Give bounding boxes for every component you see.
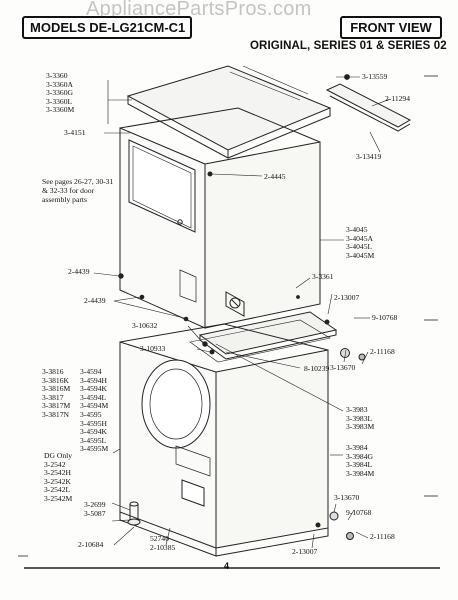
top-panel [126,65,332,159]
callout-lower-left-col2: 3-4594 3-4594H 3-4594K 3-4594L 3-4594M 3… [80,367,109,454]
part-number: 3-4594L [80,392,107,402]
callout-nut-2-11168-a: 2-11168 [370,347,395,356]
callout-spacer-3-13670-b: 3-13670 [334,493,360,502]
part-number: 3-4594K [80,384,107,394]
part-number: 3-4594H [80,375,107,385]
callout-side-panel-upper: 3-4045 3-4045A 3-4045L 3-4045M [346,225,375,260]
callout-screw-2-4439-b: 2-4439 [84,296,106,305]
part-number: 3-4045L [346,242,373,252]
callout-door: 3-4151 [64,128,86,137]
part-number: 3-3816 [42,367,64,376]
watermark: AppliancePartsPros.com [86,0,312,20]
part-number: 3-4594M [80,401,109,411]
lower-cabinet [119,323,329,557]
view-label: FRONT VIEW [340,16,442,39]
series-subtitle: ORIGINAL, SERIES 01 & SERIES 02 [250,40,447,52]
callout-rear-bracket: 3-13419 [356,152,382,161]
part-number: 3-3817M [42,401,71,411]
dg-only-label: DG Only [44,451,73,460]
part-number: 3-4595L [80,435,107,445]
stack-bracket [189,311,338,363]
callout-nut-2-11168-b: 2-11168 [370,532,395,541]
part-number: 3-3360M [46,105,75,115]
part-number: 2-10385 [150,542,176,552]
callout-rear-trim: 2-11294 [385,94,411,103]
callout-dg-only: DG Only 3-2542 3-2542H 3-2542K 3-2542L 3… [44,451,73,504]
part-number: 3-2542H [44,468,71,478]
callout-bolt-9-10768-a: 9-10768 [372,313,398,322]
part-number: 3-4045 [346,225,368,234]
upper-cabinet [119,107,321,329]
part-number: 3-2542K [44,476,71,486]
part-number: 3-3360 [46,71,68,80]
callout-screw-2-13007-b: 2-13007 [292,547,318,556]
callout-bottom-center: 52740 2-10385 [150,534,176,552]
part-number: 3-2699 [84,500,106,509]
part-number: 3-3984M [346,468,375,478]
callout-screw-3-13559: 3-13559 [362,72,388,81]
models-label: MODELS DE-LG21CM-C1 [22,16,192,39]
part-number: 3-5087 [84,508,106,518]
callout-leg-parts: 3-2699 3-5087 [84,500,106,518]
part-number: 3-3984L [346,460,373,470]
part-number: 3-3360L [46,96,73,106]
callout-leg-bottom: 2-10684 [78,540,104,549]
callout-bracket-3-10632: 3-10632 [132,321,158,330]
part-number: 3-3817 [42,392,64,402]
part-number: 3-3983 [346,405,368,414]
callout-screw-2-4445: 2-4445 [264,172,286,181]
part-number: 3-3816M [42,384,71,394]
callout-top-panel: 3-3360 3-3360A 3-3360G 3-3360L 3-3360M [46,71,75,115]
callout-bolt-9-10768-b: 9-10768 [346,508,372,517]
callout-screw-2-13007-a: 2-13007 [334,293,360,302]
part-number: 3-3816K [42,375,69,385]
part-number: 3-3360A [46,79,73,89]
callout-screw-2-4439-a: 2-4439 [68,267,90,276]
callout-bracket-3-3361: 3-3361 [312,272,334,281]
leveling-leg [127,501,141,526]
callout-lower-right-side: 3-3984 3-3984G 3-3984L 3-3984M [346,443,375,478]
callout-part-3-10933: 3-10933 [140,344,166,353]
part-number: 52740 [150,534,169,543]
part-number: 3-4045M [346,250,375,260]
callout-lower-right-mid: 3-3983 3-3983L 3-3983M [346,405,375,432]
part-number: 3-2542L [44,485,71,495]
part-number: 3-4595M [80,444,109,454]
part-number: 3-3817N [42,409,69,419]
part-number: 3-3983M [346,422,375,432]
part-number: 3-3984G [346,451,373,461]
callout-lower-left-col1: 3-3816 3-3816K 3-3816M 3-3817 3-3817M 3-… [42,367,71,420]
part-number: 3-4594 [80,367,102,376]
part-number: 3-2542 [44,459,66,469]
part-number: 3-3984 [346,443,368,452]
part-number: 3-3360G [46,88,73,98]
door-assembly-note: See pages 26-27, 30-31 & 32-33 for door … [42,177,114,204]
part-number: 3-4045A [346,233,373,243]
part-number: 3-4595 [80,409,102,419]
page-number: 4 [224,561,230,571]
part-number: 3-3983L [346,413,373,423]
rear-trim [325,74,412,132]
part-number: 3-4594K [80,427,107,437]
part-number: 3-2542M [44,493,73,503]
callout-part-8-10239: 8-10239 [304,364,330,373]
callout-spacer-3-13670-a: 3-13670 [330,363,356,372]
part-number: 3-4595H [80,418,107,428]
